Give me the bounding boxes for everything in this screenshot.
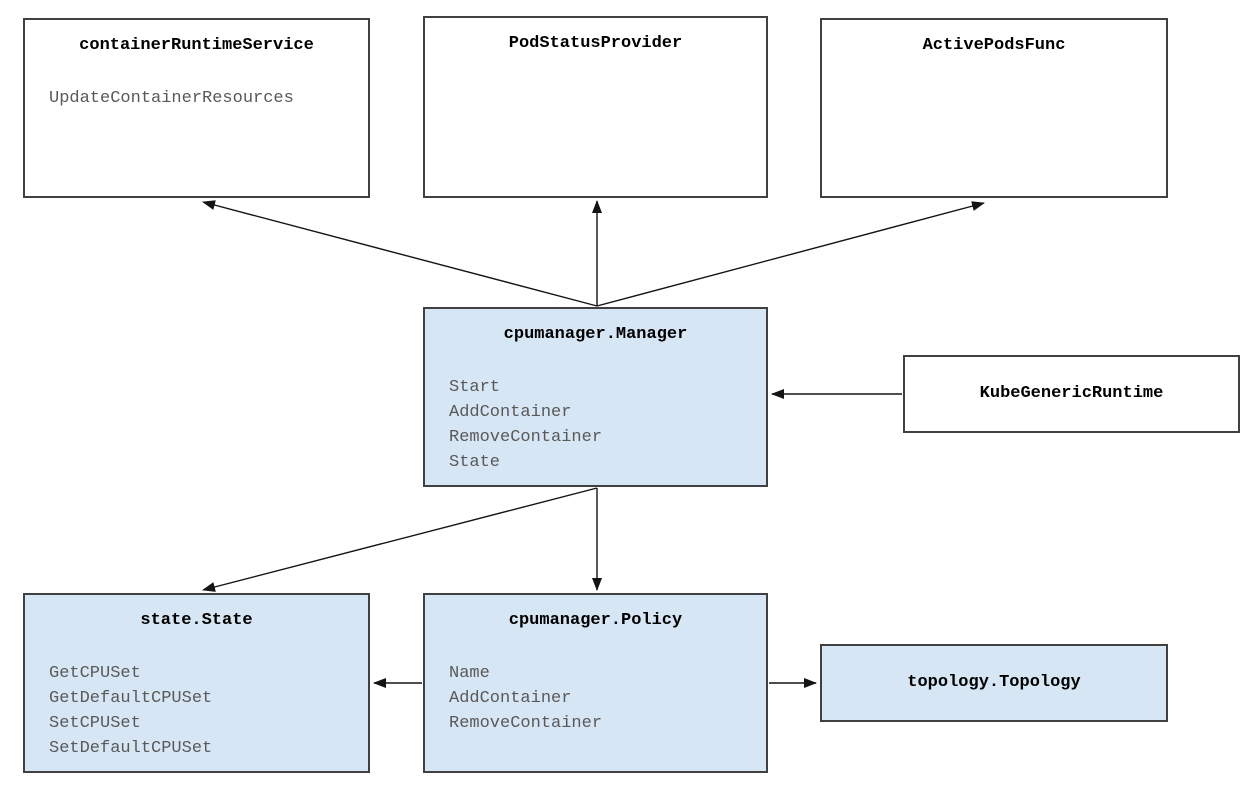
method-item: AddContainer [449, 689, 572, 708]
method-item: GetCPUSet [49, 664, 141, 683]
node-title: containerRuntimeService [79, 36, 314, 55]
node-title: KubeGenericRuntime [979, 384, 1164, 403]
node-method-list: GetCPUSet GetDefaultCPUSet SetCPUSet Set… [49, 661, 368, 761]
node-method-list: Name AddContainer RemoveContainer [449, 661, 766, 736]
arrow-manager-to-state-state [202, 487, 598, 592]
method-item: Start [449, 378, 501, 397]
method-item: RemoveContainer [449, 428, 603, 447]
method-item: AddContainer [449, 403, 572, 422]
node-title: topology.Topology [907, 673, 1081, 692]
method-item: UpdateContainerResources [49, 89, 294, 108]
node-container-runtime-service: containerRuntimeService UpdateContainerR… [23, 18, 370, 198]
node-title: cpumanager.Policy [508, 611, 683, 630]
node-cpumanager-policy: cpumanager.Policy Name AddContainer Remo… [423, 593, 768, 773]
node-kube-generic-runtime: KubeGenericRuntime [903, 355, 1240, 433]
method-item: Name [449, 664, 490, 683]
node-active-pods-func: ActivePodsFunc [820, 18, 1168, 198]
node-title: PodStatusProvider [508, 34, 683, 53]
arrow-manager-to-container-runtime-service [202, 200, 598, 307]
node-cpumanager-manager: cpumanager.Manager Start AddContainer Re… [423, 307, 768, 487]
node-title: state.State [140, 611, 253, 630]
node-state-state: state.State GetCPUSet GetDefaultCPUSet S… [23, 593, 370, 773]
node-method-list: UpdateContainerResources [49, 86, 368, 111]
node-title: cpumanager.Manager [503, 325, 688, 344]
node-pod-status-provider: PodStatusProvider [423, 16, 768, 198]
node-title: ActivePodsFunc [922, 36, 1066, 55]
method-item: State [449, 453, 501, 472]
method-item: SetCPUSet [49, 714, 141, 733]
method-item: SetDefaultCPUSet [49, 739, 213, 758]
method-item: GetDefaultCPUSet [49, 689, 213, 708]
node-method-list: Start AddContainer RemoveContainer State [449, 375, 766, 475]
method-item: RemoveContainer [449, 714, 603, 733]
arrow-manager-to-active-pods-func [596, 201, 985, 307]
node-topology-topology: topology.Topology [820, 644, 1168, 722]
